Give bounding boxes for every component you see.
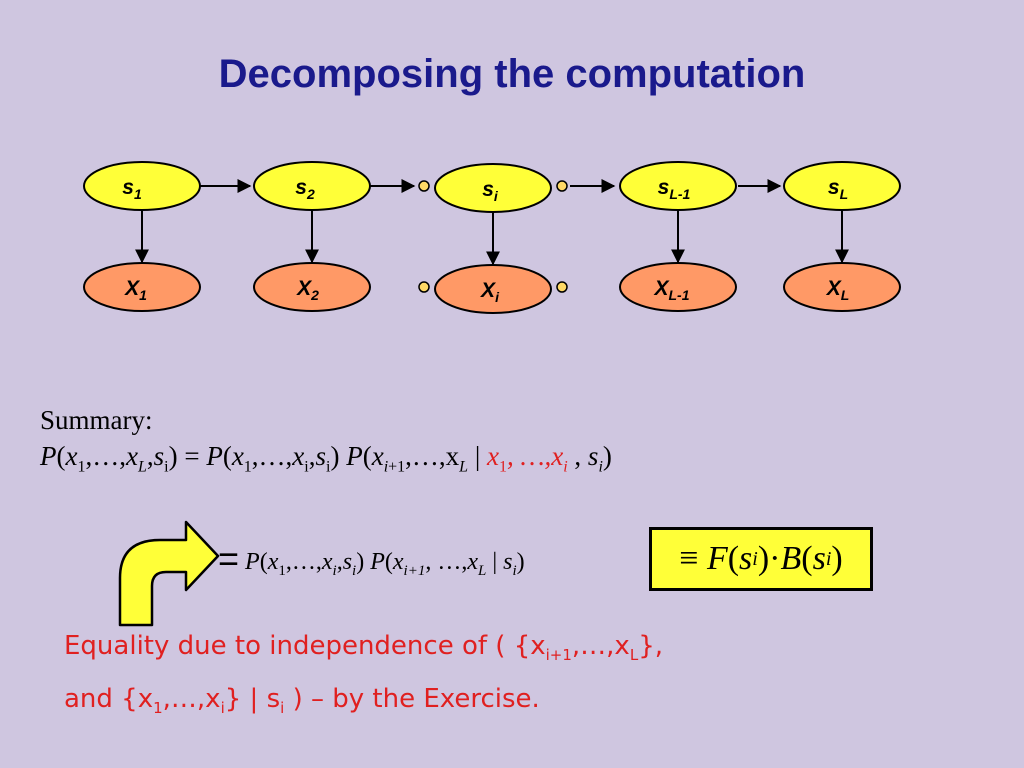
- connector-dot: [556, 180, 568, 192]
- summary-formula: P(x1,…,xL,si) = P(x1,…,xi,si) P(xi+1,…,x…: [40, 438, 612, 485]
- svg-text:sL-1: sL-1: [658, 176, 691, 202]
- page-title: Decomposing the computation: [218, 52, 806, 96]
- connector-dot: [556, 281, 568, 293]
- svg-text:Xi: Xi: [480, 279, 500, 305]
- note-line-2: and {x1,…,xi} | si ) – by the Exercise.: [64, 684, 540, 718]
- independence-note: Equality due to independence of ( {xi+1,…: [64, 624, 663, 730]
- svg-text:s1: s1: [122, 176, 142, 202]
- observation-node-xL-1: XL-1: [619, 262, 737, 312]
- svg-text:sL: sL: [828, 176, 848, 202]
- curved-arrow-icon: [118, 520, 220, 627]
- observation-node-x1: X1: [83, 262, 201, 312]
- state-node-s1: s1: [83, 161, 201, 211]
- state-node-sL: sL: [783, 161, 901, 211]
- summary-rhs: P(x1,…,xi,si) P(xi+1,…,xL | x1, …,xi , s…: [206, 441, 612, 476]
- svg-text:X2: X2: [296, 277, 319, 303]
- svg-text:si: si: [482, 178, 499, 204]
- note-line-1: Equality due to independence of ( {xi+1,…: [64, 631, 663, 665]
- observation-node-xi: Xi: [434, 264, 552, 314]
- svg-text:XL: XL: [826, 277, 850, 303]
- connector-dot: [418, 281, 430, 293]
- summary-heading: Summary:: [40, 405, 153, 435]
- state-node-s2: s2: [253, 161, 371, 211]
- svg-text:XL-1: XL-1: [653, 277, 689, 303]
- observation-node-xL: XL: [783, 262, 901, 312]
- connector-dot: [418, 180, 430, 192]
- state-node-si: si: [434, 163, 552, 213]
- observation-node-x2: X2: [253, 262, 371, 312]
- svg-text:X1: X1: [124, 277, 147, 303]
- svg-text:s2: s2: [295, 176, 315, 202]
- summary-block: Summary: P(x1,…,xL,si) = P(x1,…,xi,si) P…: [40, 402, 612, 485]
- summary-lhs: P(x1,…,xL,si) =: [40, 441, 207, 476]
- state-node-sL-1: sL-1: [619, 161, 737, 211]
- equality-line: = P(x1,…,xi,si) P(xi+1, …,xL | si): [218, 538, 525, 579]
